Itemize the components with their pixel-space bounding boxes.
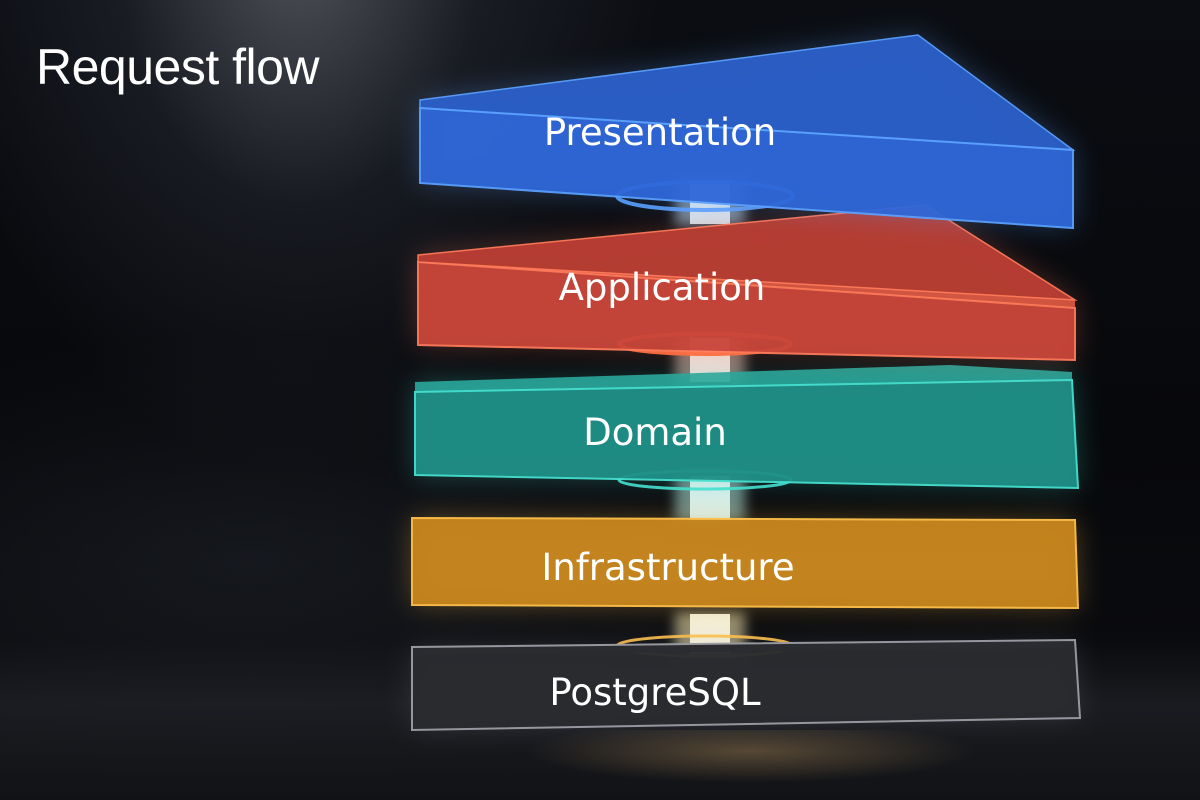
layer-front-face xyxy=(419,106,1074,230)
layer-label: Domain xyxy=(583,411,727,454)
layer-front-face xyxy=(414,378,1080,490)
layer-label: Infrastructure xyxy=(541,546,794,589)
layer-infrastructure: Infrastructure xyxy=(411,516,1080,610)
layer-postgresql: PostgreSQL xyxy=(411,638,1082,732)
layer-top-face xyxy=(415,365,1072,392)
diagram-title: Request flow xyxy=(36,39,320,95)
layer-label: Application xyxy=(559,266,766,309)
layer-label: Presentation xyxy=(544,111,776,154)
layer-front-face xyxy=(411,516,1080,610)
layer-domain: Domain xyxy=(414,365,1080,490)
floor-reflection xyxy=(470,730,1030,800)
layer-application: Application xyxy=(417,204,1078,362)
layer-label: PostgreSQL xyxy=(549,671,761,714)
layer-front-face xyxy=(411,638,1082,732)
layer-presentation: Presentation xyxy=(419,34,1076,230)
layer-front-face xyxy=(417,260,1076,362)
layer-side-face xyxy=(417,204,1078,301)
